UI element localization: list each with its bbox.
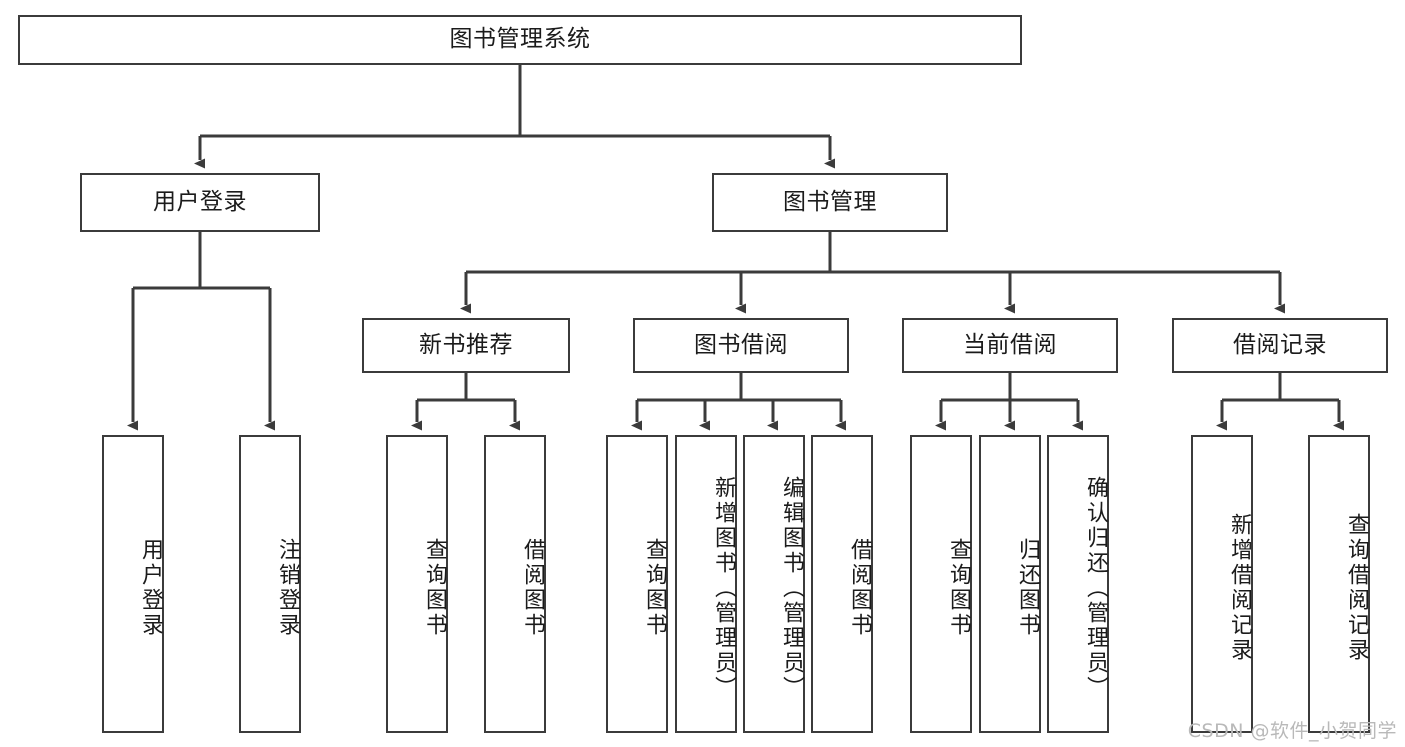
node-label: 图书管理	[783, 188, 877, 215]
node-label: 查询借阅记录	[1344, 513, 1369, 663]
node-label: 新增图书（管理员）	[711, 475, 736, 701]
leaf-return-book[interactable]: 归还图书	[979, 435, 1041, 733]
node-label: 新增借阅记录	[1227, 513, 1252, 663]
leaf-query-book-borrow[interactable]: 查询图书	[606, 435, 668, 733]
node-label: 确认归还（管理员）	[1083, 475, 1108, 701]
leaf-borrow-book-recommend[interactable]: 借阅图书	[484, 435, 546, 733]
leaf-add-book-admin[interactable]: 新增图书（管理员）	[675, 435, 737, 733]
leaf-query-book-recommend[interactable]: 查询图书	[386, 435, 448, 733]
node-label: 归还图书	[1015, 538, 1040, 638]
node-label: 新书推荐	[419, 331, 513, 358]
leaf-user-login[interactable]: 用户登录	[102, 435, 164, 733]
node-borrow-record[interactable]: 借阅记录	[1172, 318, 1388, 373]
node-label: 借阅记录	[1233, 331, 1327, 358]
leaf-confirm-return-admin[interactable]: 确认归还（管理员）	[1047, 435, 1109, 733]
leaf-query-book-current[interactable]: 查询图书	[910, 435, 972, 733]
node-label: 借阅图书	[847, 538, 872, 638]
node-user-login[interactable]: 用户登录	[80, 173, 320, 232]
node-label: 图书管理系统	[449, 26, 591, 53]
node-label: 用户登录	[153, 188, 247, 215]
node-label: 借阅图书	[520, 538, 545, 638]
leaf-query-borrow-record[interactable]: 查询借阅记录	[1308, 435, 1370, 733]
node-book-borrow[interactable]: 图书借阅	[633, 318, 849, 373]
leaf-add-borrow-record[interactable]: 新增借阅记录	[1191, 435, 1253, 733]
node-root-system[interactable]: 图书管理系统	[18, 15, 1022, 65]
node-label: 查询图书	[946, 538, 971, 638]
node-label: 用户登录	[138, 538, 163, 638]
node-label: 查询图书	[642, 538, 667, 638]
leaf-edit-book-admin[interactable]: 编辑图书（管理员）	[743, 435, 805, 733]
node-label: 注销登录	[275, 538, 300, 638]
node-current-borrow[interactable]: 当前借阅	[902, 318, 1118, 373]
node-book-management[interactable]: 图书管理	[712, 173, 948, 232]
node-label: 查询图书	[422, 538, 447, 638]
node-label: 图书借阅	[694, 331, 788, 358]
node-new-book-recommend[interactable]: 新书推荐	[362, 318, 570, 373]
node-label: 编辑图书（管理员）	[779, 475, 804, 701]
leaf-logout[interactable]: 注销登录	[239, 435, 301, 733]
leaf-borrow-book[interactable]: 借阅图书	[811, 435, 873, 733]
node-label: 当前借阅	[963, 331, 1057, 358]
